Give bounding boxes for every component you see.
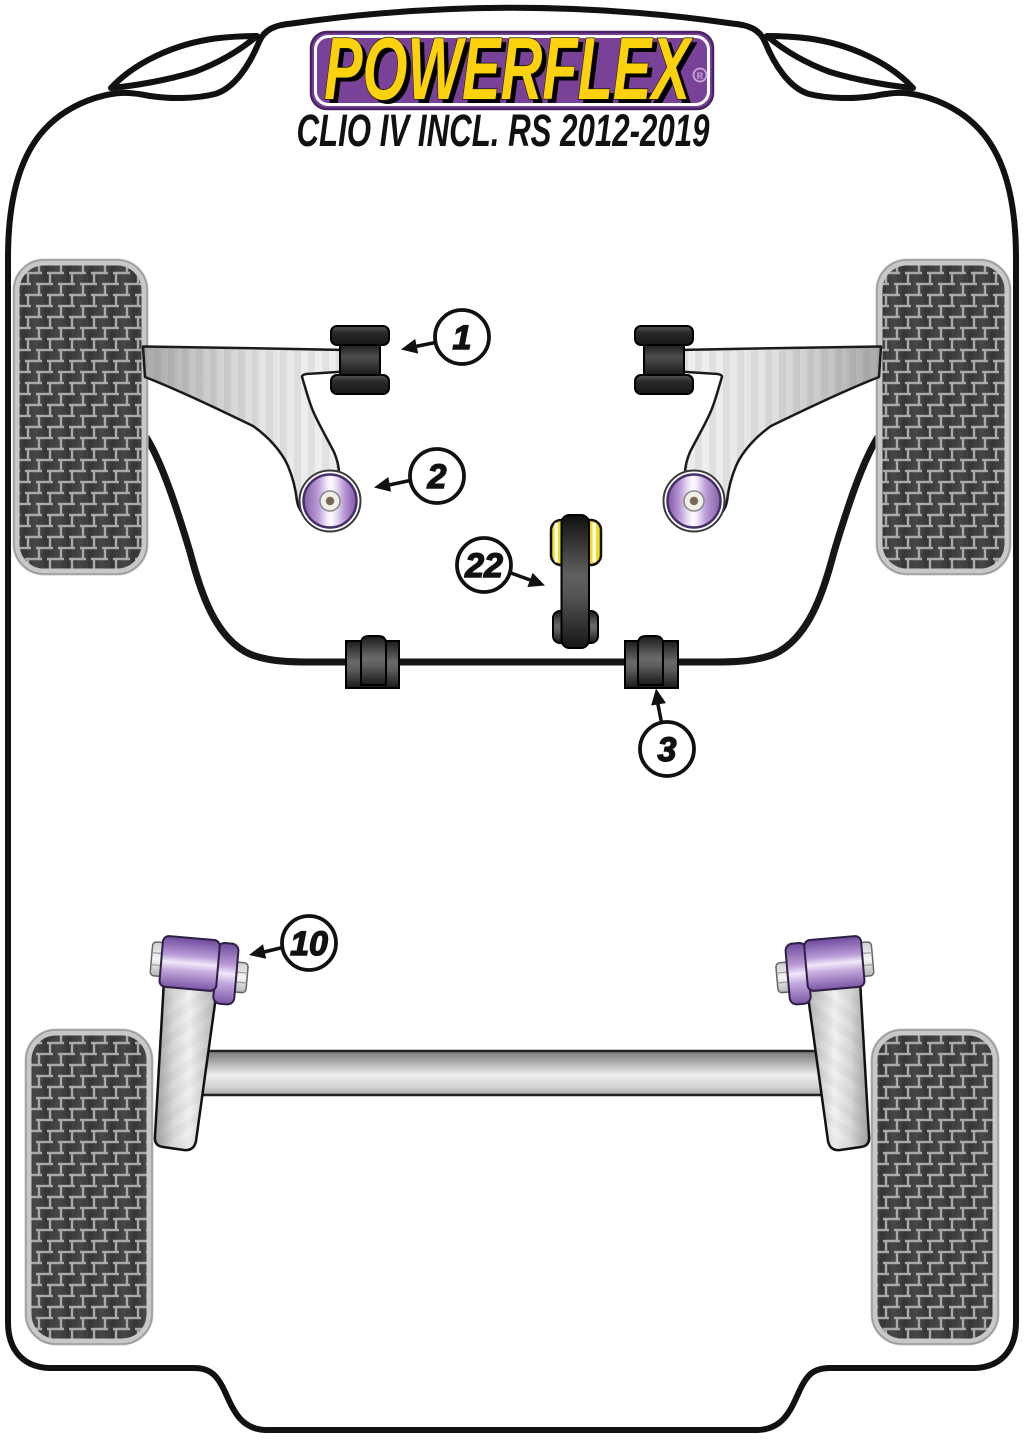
svg-text:3: 3 [658, 731, 677, 769]
svg-text:10: 10 [290, 925, 328, 963]
svg-text:POWERFLEX: POWERFLEX [324, 19, 693, 118]
svg-text:1: 1 [453, 319, 472, 357]
svg-text:R: R [697, 71, 704, 81]
svg-text:POWERFLEX: POWERFLEX [329, 23, 698, 122]
svg-text:CLIO IV INCL. RS 2012-2019: CLIO IV INCL. RS 2012-2019 [297, 105, 710, 156]
svg-text:2: 2 [427, 458, 447, 496]
svg-text:22: 22 [464, 547, 503, 585]
